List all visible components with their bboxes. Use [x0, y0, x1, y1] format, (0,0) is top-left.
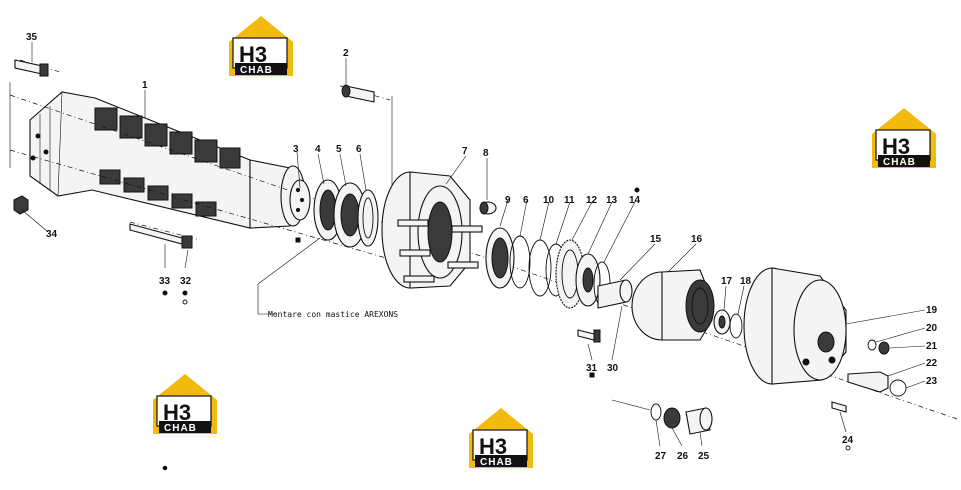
bolt-35 — [14, 59, 49, 77]
callout-6a: 6 — [356, 144, 362, 155]
wheel-hub-7 — [381, 171, 483, 289]
part-17 — [713, 309, 731, 335]
callout-5: 5 — [336, 144, 342, 155]
callout-32: 32 — [180, 276, 192, 287]
flange-13 — [575, 253, 601, 307]
cover-19 — [743, 267, 847, 385]
part-18 — [729, 313, 743, 339]
callout-27: 27 — [655, 451, 667, 462]
callout-30: 30 — [607, 363, 619, 374]
callout-25: 25 — [698, 451, 710, 462]
callout-23: 23 — [926, 376, 938, 387]
callout-6b: 6 — [523, 195, 529, 206]
needle-26 — [663, 407, 681, 429]
watermark-logo: H3 CHAB — [871, 107, 937, 169]
callout-12: 12 — [586, 195, 598, 206]
svg-text:H3: H3 — [882, 134, 910, 159]
sun-gear-15 — [597, 279, 633, 309]
callout-34: 34 — [46, 229, 58, 240]
callout-24: 24 — [842, 435, 854, 446]
nut-34 — [13, 195, 29, 215]
screw-24 — [831, 401, 847, 413]
svg-text:H3: H3 — [239, 42, 267, 67]
svg-text:CHAB: CHAB — [480, 457, 513, 468]
o-ring-23 — [889, 379, 907, 397]
bearing-4-5 — [313, 179, 367, 248]
callout-33: 33 — [159, 276, 171, 287]
axle-housing — [29, 91, 306, 229]
bolt-33 — [129, 223, 193, 249]
ring-6 — [357, 189, 379, 247]
callout-16: 16 — [691, 234, 703, 245]
washer-20 — [867, 339, 877, 351]
callout-3: 3 — [293, 144, 299, 155]
bushing-8 — [479, 201, 497, 215]
callout-21: 21 — [926, 341, 938, 352]
svg-text:H3: H3 — [163, 400, 191, 425]
callout-19: 19 — [926, 305, 938, 316]
planet-gear-25 — [685, 407, 713, 435]
callout-13: 13 — [606, 195, 618, 206]
callout-1: 1 — [142, 80, 148, 91]
bearing-9 — [485, 227, 515, 289]
callout-4: 4 — [315, 144, 321, 155]
bolt-2 — [341, 84, 375, 103]
svg-text:CHAB: CHAB — [240, 65, 273, 76]
watermark-logo: H3 CHAB — [228, 15, 294, 77]
callout-8: 8 — [483, 148, 489, 159]
callout-11: 11 — [564, 195, 575, 206]
screw-31 — [577, 329, 601, 343]
callout-9: 9 — [505, 195, 511, 206]
callout-7: 7 — [462, 146, 468, 157]
callout-15: 15 — [650, 234, 662, 245]
callout-18: 18 — [740, 276, 752, 287]
callout-2: 2 — [343, 48, 349, 59]
callout-26: 26 — [677, 451, 689, 462]
svg-text:H3: H3 — [479, 434, 507, 459]
callout-17: 17 — [721, 276, 733, 287]
assembly-note: Montare con mastice AREXONS — [268, 310, 398, 319]
callout-35: 35 — [26, 32, 38, 43]
shaft-22 — [847, 371, 889, 393]
watermark-logo: H3 CHAB — [152, 373, 218, 435]
callout-14: 14 — [629, 195, 641, 206]
callout-31: 31 — [586, 363, 598, 374]
bearing-3 — [289, 179, 311, 221]
leader-lines — [21, 42, 926, 447]
washer-27 — [650, 403, 662, 421]
callout-10: 10 — [543, 195, 555, 206]
markers — [162, 187, 851, 471]
watermark-logo: H3 CHAB — [468, 407, 534, 469]
planet-carrier-16 — [631, 269, 715, 341]
svg-text:CHAB: CHAB — [164, 423, 197, 434]
plug-21 — [878, 341, 890, 355]
callout-20: 20 — [926, 323, 938, 334]
svg-text:CHAB: CHAB — [883, 157, 916, 168]
callout-22: 22 — [926, 358, 938, 369]
callout-numbers: 35 2 1 3 4 5 6 7 8 9 6 10 11 12 13 14 15… — [26, 32, 938, 462]
